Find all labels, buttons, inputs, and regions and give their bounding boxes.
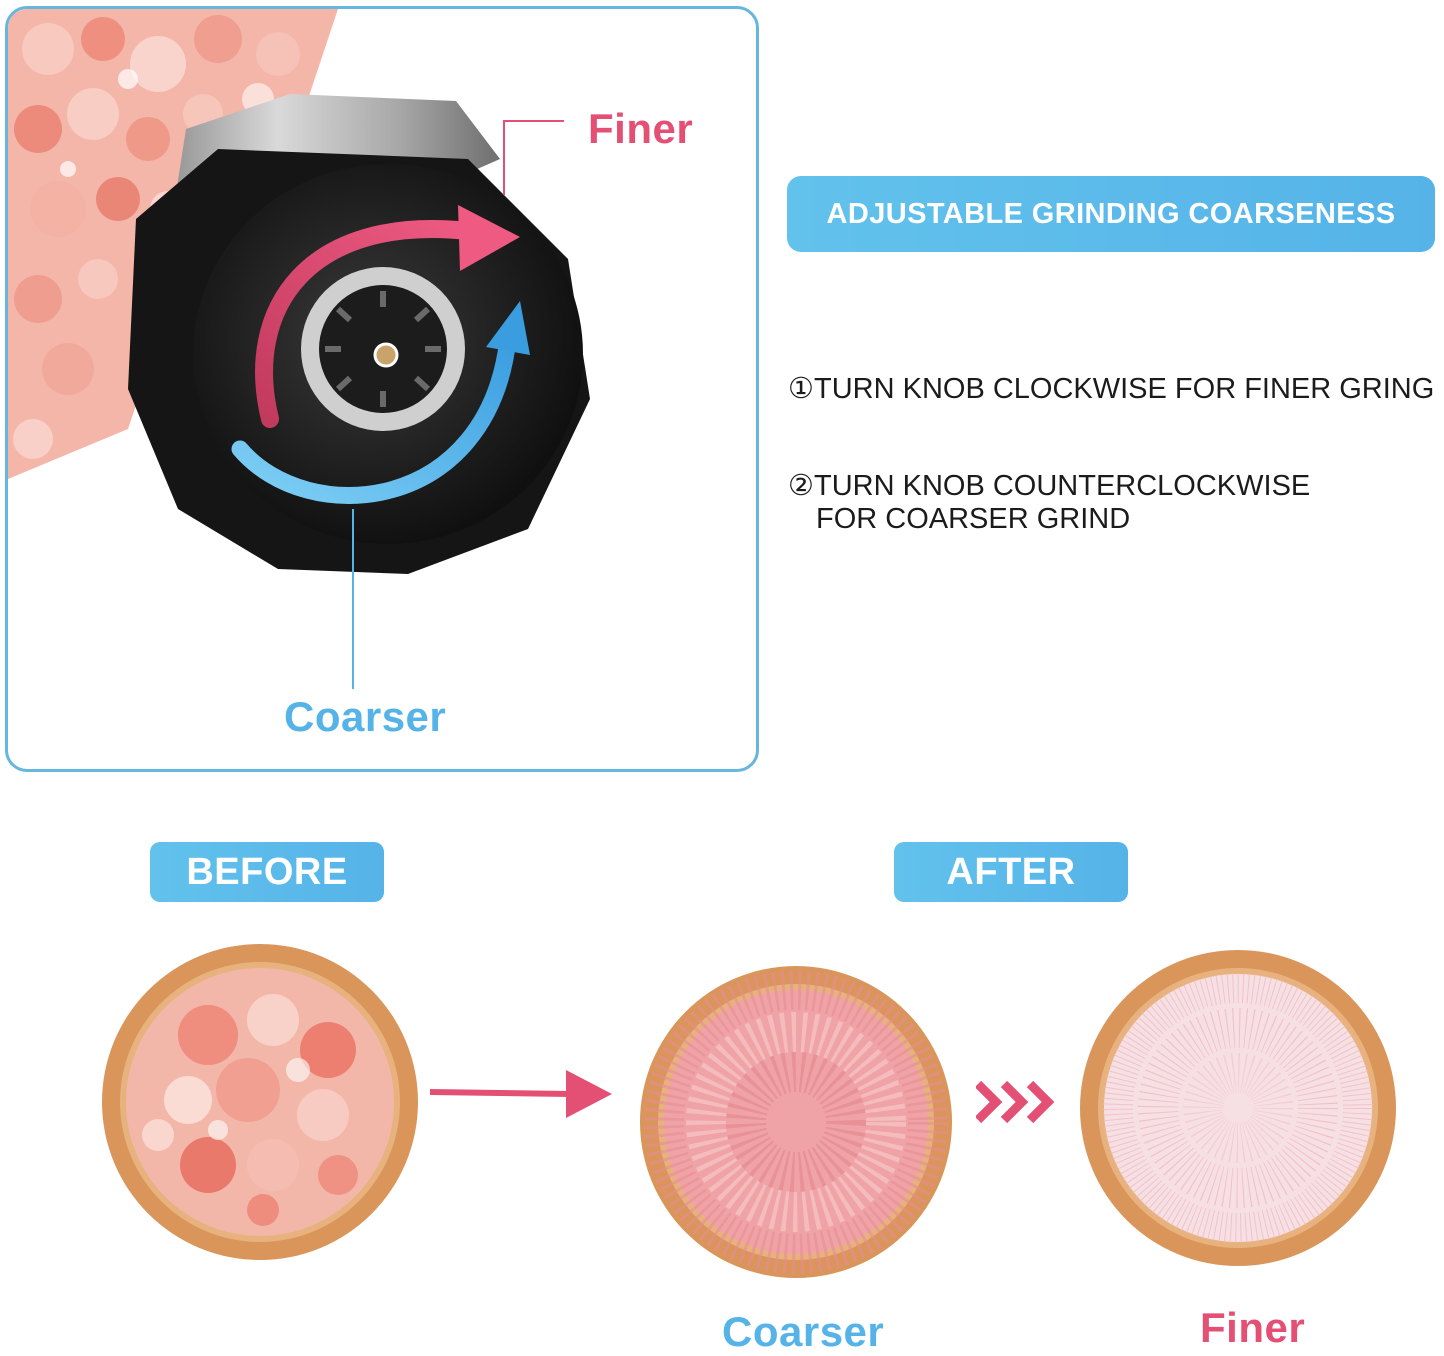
after-tag: AFTER: [894, 842, 1128, 902]
before-tag: BEFORE: [150, 842, 384, 902]
bowl-before-coarse-crystals: [102, 944, 418, 1260]
burr-teeth: [325, 291, 441, 407]
pink-right-arrow-icon: [430, 1070, 612, 1118]
finer-result-label: Finer: [1200, 1304, 1306, 1351]
grinder-photo-panel: Finer Coarser: [5, 6, 759, 772]
blue-counterclockwise-arrow-icon: [231, 301, 530, 504]
finer-label: Finer: [588, 105, 694, 152]
bowl-after-finer: [1080, 950, 1396, 1266]
finer-leader-line: [503, 120, 564, 195]
instruction-step-2-line-2: FOR COARSER GRIND: [816, 503, 1131, 535]
adjustment-knob: [373, 342, 399, 368]
instruction-step-1: ①TURN KNOB CLOCKWISE FOR FINER GRING: [788, 373, 1435, 405]
headline-banner: ADJUSTABLE GRINDING COARSENESS: [787, 176, 1435, 252]
coarser-result-label: Coarser: [722, 1308, 885, 1355]
pink-chevrons-icon: [976, 1080, 1055, 1124]
pink-clockwise-arrow-icon: [255, 205, 520, 428]
coarser-label: Coarser: [284, 693, 447, 740]
instruction-step-2: ②TURN KNOB COUNTERCLOCKWISE FOR COARSER …: [788, 470, 1310, 536]
grinder-illustration: [8, 9, 590, 689]
instruction-step-2-line-1: ②TURN KNOB COUNTERCLOCKWISE: [788, 470, 1311, 502]
bowl-after-coarser: [640, 966, 952, 1278]
